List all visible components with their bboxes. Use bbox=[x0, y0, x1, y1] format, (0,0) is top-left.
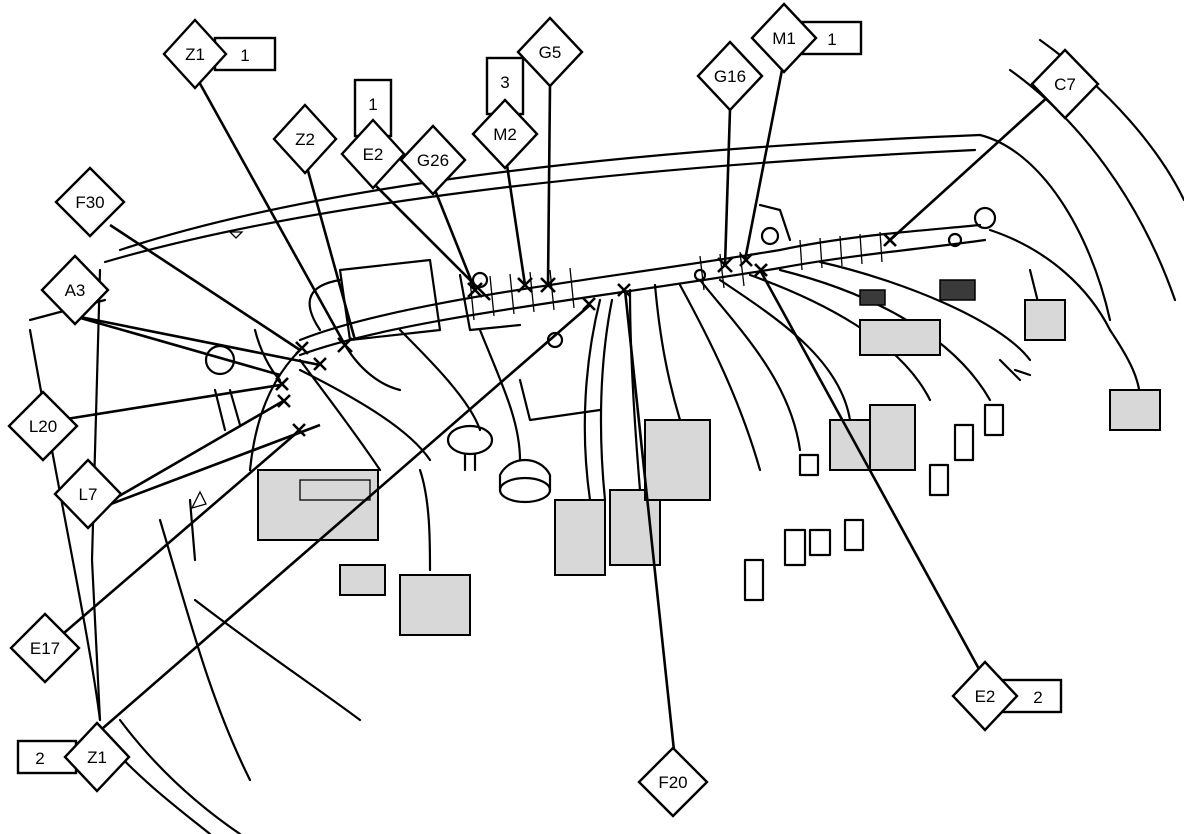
callout-code: Z1 bbox=[185, 45, 205, 64]
callout-code: M1 bbox=[772, 29, 796, 48]
callout-code: L7 bbox=[79, 485, 98, 504]
callout-l7: L7 bbox=[53, 458, 123, 530]
callout-code: A3 bbox=[65, 281, 86, 300]
callout-f30: F30 bbox=[54, 166, 126, 238]
connector-block bbox=[829, 419, 876, 471]
connector-block bbox=[644, 419, 711, 501]
callout-e2-1-top: 1 E2 bbox=[340, 78, 406, 190]
callout-code: L20 bbox=[29, 417, 57, 436]
callout-number: 1 bbox=[827, 30, 836, 49]
callout-code: F20 bbox=[658, 773, 687, 792]
callout-g26: G26 bbox=[399, 124, 467, 196]
callout-e17: E17 bbox=[9, 612, 81, 684]
callout-g5: G5 bbox=[516, 16, 584, 88]
callout-number: 2 bbox=[35, 749, 44, 768]
connector-block bbox=[554, 499, 606, 576]
callout-code: F30 bbox=[75, 193, 104, 212]
connector-block bbox=[869, 404, 916, 471]
harness-tie-marks bbox=[275, 233, 897, 437]
callout-code: G5 bbox=[539, 43, 562, 62]
callout-code: C7 bbox=[1054, 75, 1076, 94]
callout-m1-1: 1 M1 bbox=[750, 2, 863, 74]
callout-code: G16 bbox=[714, 67, 746, 86]
callout-number: 3 bbox=[500, 73, 509, 92]
connector-block bbox=[339, 564, 386, 596]
connector-block bbox=[859, 319, 941, 356]
callout-e2-2-bottom: 2 E2 bbox=[951, 660, 1063, 732]
callout-number: 1 bbox=[368, 95, 377, 114]
callout-code: E2 bbox=[975, 687, 996, 706]
leader-lines bbox=[49, 69, 1051, 761]
callout-number: 2 bbox=[1033, 688, 1042, 707]
callout-z1-1-top: 1 Z1 bbox=[162, 18, 277, 90]
connector-block bbox=[1024, 299, 1066, 341]
callout-a3: A3 bbox=[40, 254, 110, 326]
callout-number: 1 bbox=[240, 46, 249, 65]
callout-code: M2 bbox=[493, 125, 517, 144]
callout-g16: G16 bbox=[696, 40, 764, 112]
callout-code: E17 bbox=[30, 639, 60, 658]
dashboard-artwork bbox=[28, 38, 1184, 834]
callout-code: G26 bbox=[417, 151, 449, 170]
connector-block bbox=[399, 574, 471, 636]
callout-f20: F20 bbox=[637, 746, 709, 818]
callout-l20: L20 bbox=[7, 390, 79, 462]
callout-m2-3: 3 M2 bbox=[471, 56, 539, 170]
callout-z2: Z2 bbox=[272, 103, 338, 175]
callout-z1-2-bottom: 2 Z1 bbox=[16, 721, 131, 793]
callout-c7: C7 bbox=[1030, 48, 1100, 120]
callout-code: E2 bbox=[363, 145, 384, 164]
connector-block bbox=[1109, 389, 1161, 431]
callout-code: Z2 bbox=[295, 130, 315, 149]
callout-code: Z1 bbox=[87, 748, 107, 767]
